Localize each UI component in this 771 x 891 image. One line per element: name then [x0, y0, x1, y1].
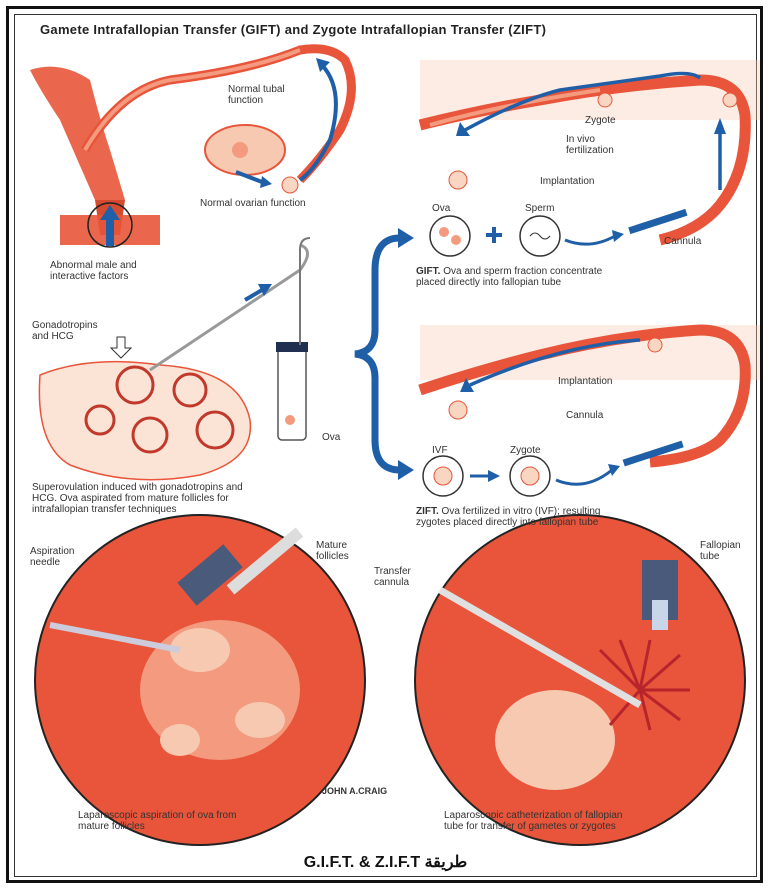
normal-ovarian-label: Normal ovarian function: [200, 198, 306, 209]
aspiration-needle-label: Aspiration needle: [30, 546, 74, 568]
implantation-zift-label: Implantation: [558, 376, 612, 387]
aspiration-scene: [35, 515, 365, 845]
sperm-gift-label: Sperm: [525, 203, 554, 214]
abnormal-male-label: Abnormal male and interactive factors: [50, 260, 137, 282]
gift-gametes: [430, 216, 624, 256]
artist-signature: JOHN A.CRAIG: [322, 786, 387, 797]
lap-catheter-caption: Laparoscopic catheterization of fallopia…: [444, 810, 622, 832]
catheterization-scene: [415, 515, 745, 845]
lap-aspiration-caption: Laparoscopic aspiration of ova from matu…: [78, 810, 236, 832]
mature-follicles-label: Mature follicles: [316, 540, 349, 562]
zift-tube-illustration: [420, 325, 760, 466]
fallopian-tube-label: Fallopian tube: [700, 540, 741, 562]
ova-gift-label: Ova: [432, 203, 450, 214]
normal-tubal-label: Normal tubal function: [228, 84, 285, 106]
cannula-gift-label: Cannula: [664, 236, 701, 247]
cannula-zift-label: Cannula: [566, 410, 603, 421]
bracket-arrows: [355, 228, 414, 480]
gift-caption-text: Ova and sperm fraction concentrate place…: [416, 266, 602, 288]
uterus-illustration: [30, 49, 351, 247]
zygote-zift-label: Zygote: [510, 445, 541, 456]
zift-zygotes: [423, 456, 620, 496]
transfer-cannula-label: Transfer cannula: [374, 566, 411, 588]
zift-caption-bold: ZIFT.: [416, 506, 439, 517]
zift-caption: ZIFT. Ova fertilized in vitro (IVF); res…: [416, 506, 601, 528]
gonadotropins-label: Gonadotropins and HCG: [32, 320, 98, 342]
ova-tube-label: Ova: [322, 432, 340, 443]
footer-title: G.I.F.T. & Z.I.F.T طريقة: [0, 852, 771, 872]
zygote-top-label: Zygote: [585, 115, 616, 126]
gift-caption: GIFT. Ova and sperm fraction concentrate…: [416, 266, 602, 288]
implantation-top-label: Implantation: [540, 176, 594, 187]
ivf-label: IVF: [432, 445, 448, 456]
in-vivo-label: In vivo fertilization: [566, 134, 614, 156]
superovulation-caption: Superovulation induced with gonadotropin…: [32, 482, 243, 515]
zift-caption-text: Ova fertilized in vitro (IVF); resulting…: [416, 506, 601, 528]
gift-caption-bold: GIFT.: [416, 266, 440, 277]
